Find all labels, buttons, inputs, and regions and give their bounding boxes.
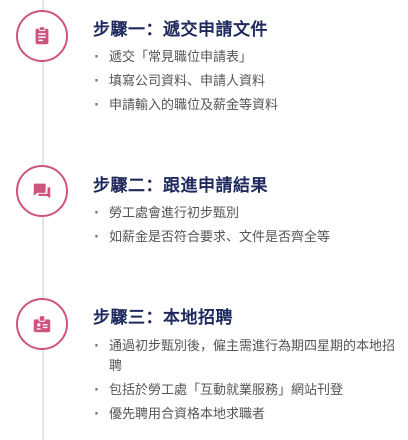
step-3-title: 步驟三：本地招聘 — [93, 308, 233, 328]
step-1-icon-circle — [16, 10, 68, 62]
list-item: 填寫公司資料、申請人資料 — [93, 72, 403, 92]
step-1-title: 步驟一：遞交申請文件 — [93, 20, 268, 40]
list-item: 包括於勞工處「互動就業服務」網站刊登 — [93, 381, 403, 401]
step-2-title: 步驟二：跟進申請結果 — [93, 176, 268, 196]
step-3-list: 通過初步甄別後，僱主需進行為期四星期的本地招聘 包括於勞工處「互動就業服務」網站… — [93, 337, 403, 429]
list-item: 如薪金是否符合要求、文件是否齊全等 — [93, 228, 403, 248]
step-1-list: 遞交「常見職位申請表」 填寫公司資料、申請人資料 申請輸入的職位及薪金等資料 — [93, 48, 403, 120]
timeline-line — [42, 0, 44, 440]
chat-bubble-icon — [33, 183, 51, 199]
list-item: 優先聘用合資格本地求職者 — [93, 405, 403, 425]
list-item: 通過初步甄別後，僱主需進行為期四星期的本地招聘 — [93, 337, 403, 377]
clipboard-icon — [35, 26, 49, 45]
id-badge-icon — [33, 315, 51, 333]
list-item: 遞交「常見職位申請表」 — [93, 48, 403, 68]
step-2-list: 勞工處會進行初步甄別 如薪金是否符合要求、文件是否齊全等 — [93, 204, 403, 252]
list-item: 勞工處會進行初步甄別 — [93, 204, 403, 224]
list-item: 申請輸入的職位及薪金等資料 — [93, 96, 403, 116]
step-3-icon-circle — [16, 298, 68, 350]
step-2-icon-circle — [16, 165, 68, 217]
